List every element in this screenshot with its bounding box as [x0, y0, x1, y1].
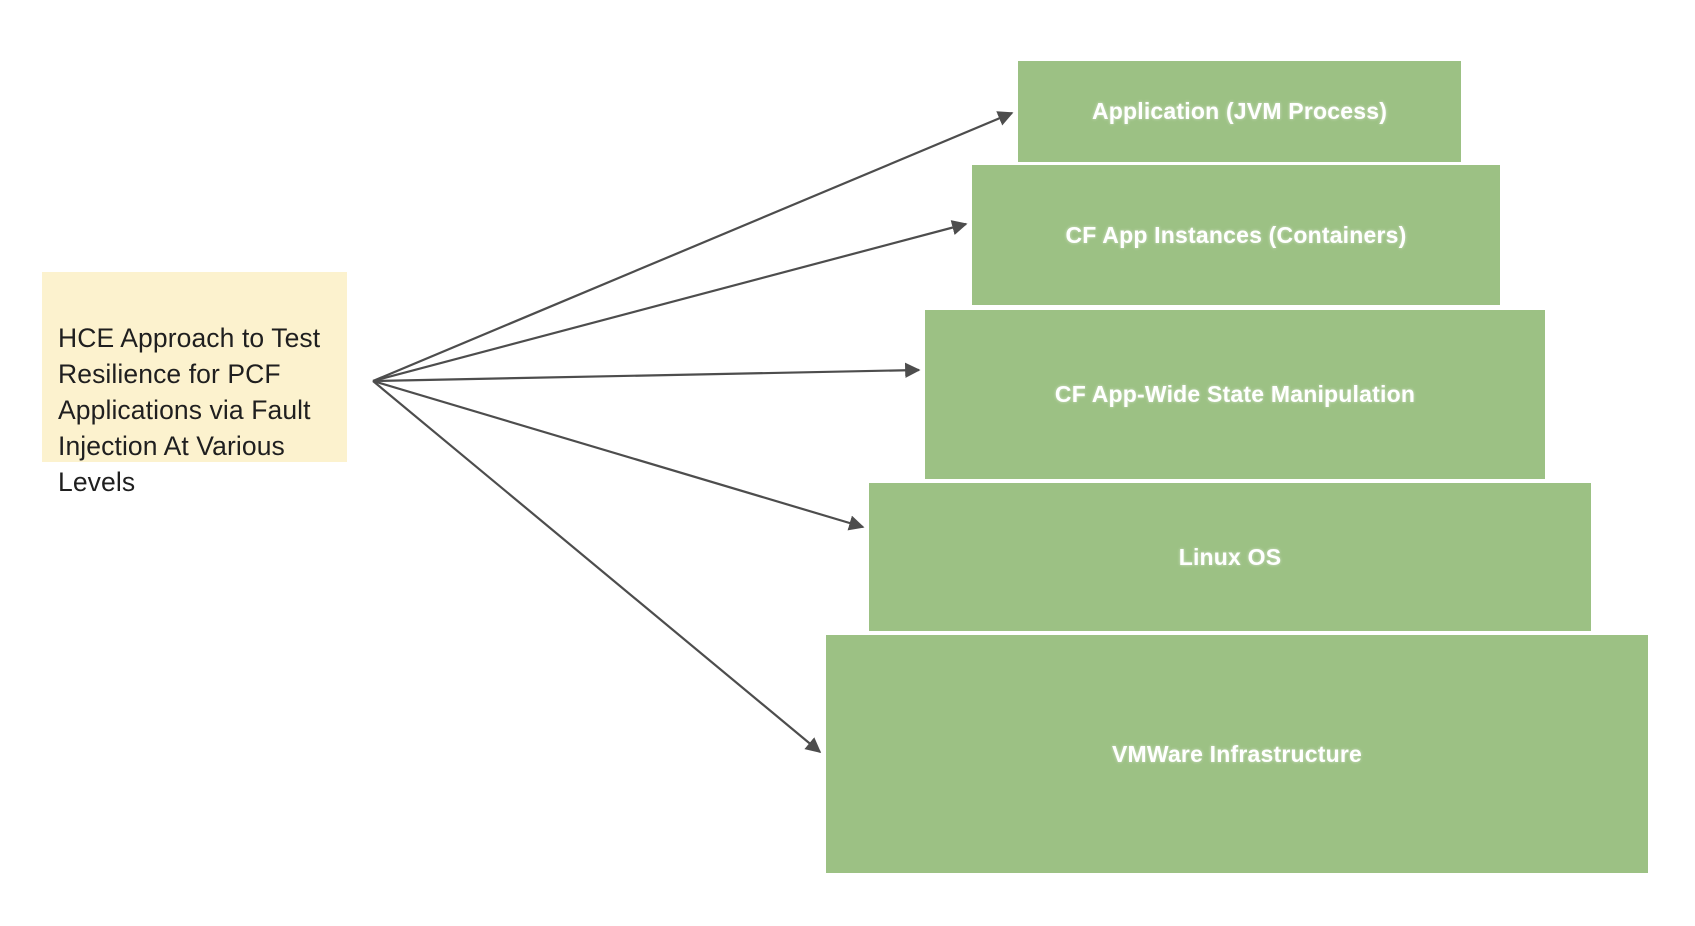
- layer-box-application[interactable]: Application (JVM Process): [1018, 61, 1461, 162]
- layer-label-cf-app-wide-state: CF App-Wide State Manipulation: [1054, 381, 1416, 407]
- layer-box-vmware-infrastructure[interactable]: VMWare Infrastructure: [826, 635, 1648, 873]
- connector-arrow-2: [372, 362, 921, 383]
- layer-label-application: Application (JVM Process): [1091, 98, 1388, 124]
- layer-label-linux-os: Linux OS: [1178, 543, 1282, 570]
- layer-label-cf-app-instances: CF App Instances (Containers): [1065, 221, 1407, 248]
- layer-label-vmware-infrastructure: VMWare Infrastructure: [1111, 740, 1362, 767]
- connector-arrow-1: [372, 220, 968, 383]
- layer-box-cf-app-instances[interactable]: CF App Instances (Containers): [972, 165, 1500, 305]
- source-note-text: HCE Approach to Test Resilience for PCF …: [58, 323, 321, 497]
- connector-arrow-3: [372, 379, 865, 531]
- source-note-box[interactable]: HCE Approach to Test Resilience for PCF …: [42, 272, 347, 497]
- connector-arrow-0: [372, 111, 1014, 383]
- connector-arrow-4: [372, 380, 822, 753]
- layer-box-linux-os[interactable]: Linux OS: [869, 483, 1591, 631]
- layer-box-cf-app-wide-state[interactable]: CF App-Wide State Manipulation: [925, 310, 1545, 479]
